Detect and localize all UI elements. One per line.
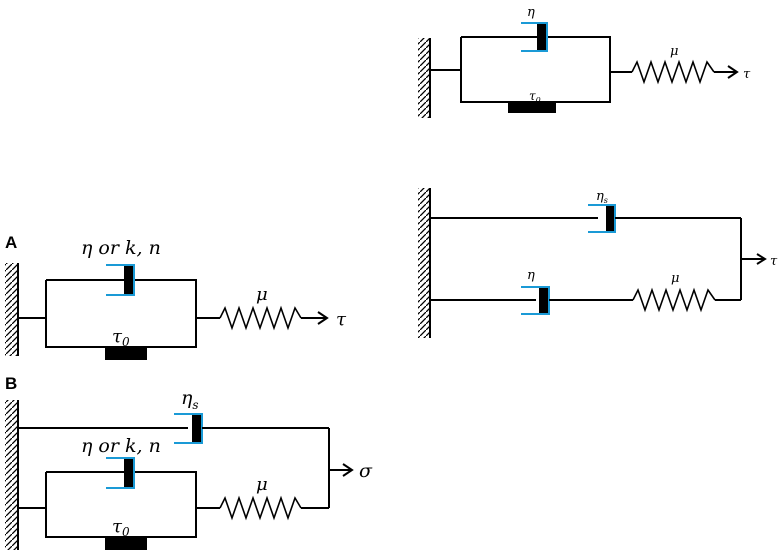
arrow-head [342,463,354,477]
wall-hatch [418,38,430,118]
label-eta-s: ηs [181,387,199,412]
friction-slider [105,348,147,360]
dashpot [521,22,548,52]
label-mu: μ [256,474,268,495]
wall-hatch [5,400,18,550]
spring [219,305,302,331]
arrow-head [727,65,739,79]
label-tau: τ [743,67,751,82]
panel-label-a: A [5,233,17,252]
label-tau0: τ0 [529,89,541,105]
spring [219,495,302,521]
label-eta-or-k-n: η or k, n [81,435,161,457]
arrow-head [317,311,329,325]
label-eta: η [527,5,535,20]
wall-hatch [418,188,430,338]
model-top-right: η μ τ τ0 [418,5,751,118]
label-mu: μ [256,284,268,305]
dashpot [106,264,135,296]
model-a: A η or k, n μ τ τ0 [5,233,347,360]
arrow-head [756,253,767,265]
model-b: B ηs η or k, n μ σ τ0 [5,374,373,550]
spring [632,287,716,313]
label-tau0: τ0 [112,516,130,539]
label-tau0: τ0 [112,326,130,349]
label-eta: η [527,268,535,283]
friction-slider [508,103,556,113]
label-sigma: σ [359,460,373,482]
label-mu: μ [670,44,678,59]
dashpot [106,457,135,489]
label-tau: τ [770,254,778,269]
model-middle-right: ηs η μ τ [418,188,778,338]
label-mu: μ [671,271,679,286]
panel-label-b: B [5,374,17,393]
spring [631,59,715,85]
wall-hatch [5,263,18,356]
label-tau: τ [336,309,347,330]
label-eta-or-k-n: η or k, n [81,237,161,259]
label-eta-s: ηs [596,189,608,205]
friction-slider [105,538,147,550]
